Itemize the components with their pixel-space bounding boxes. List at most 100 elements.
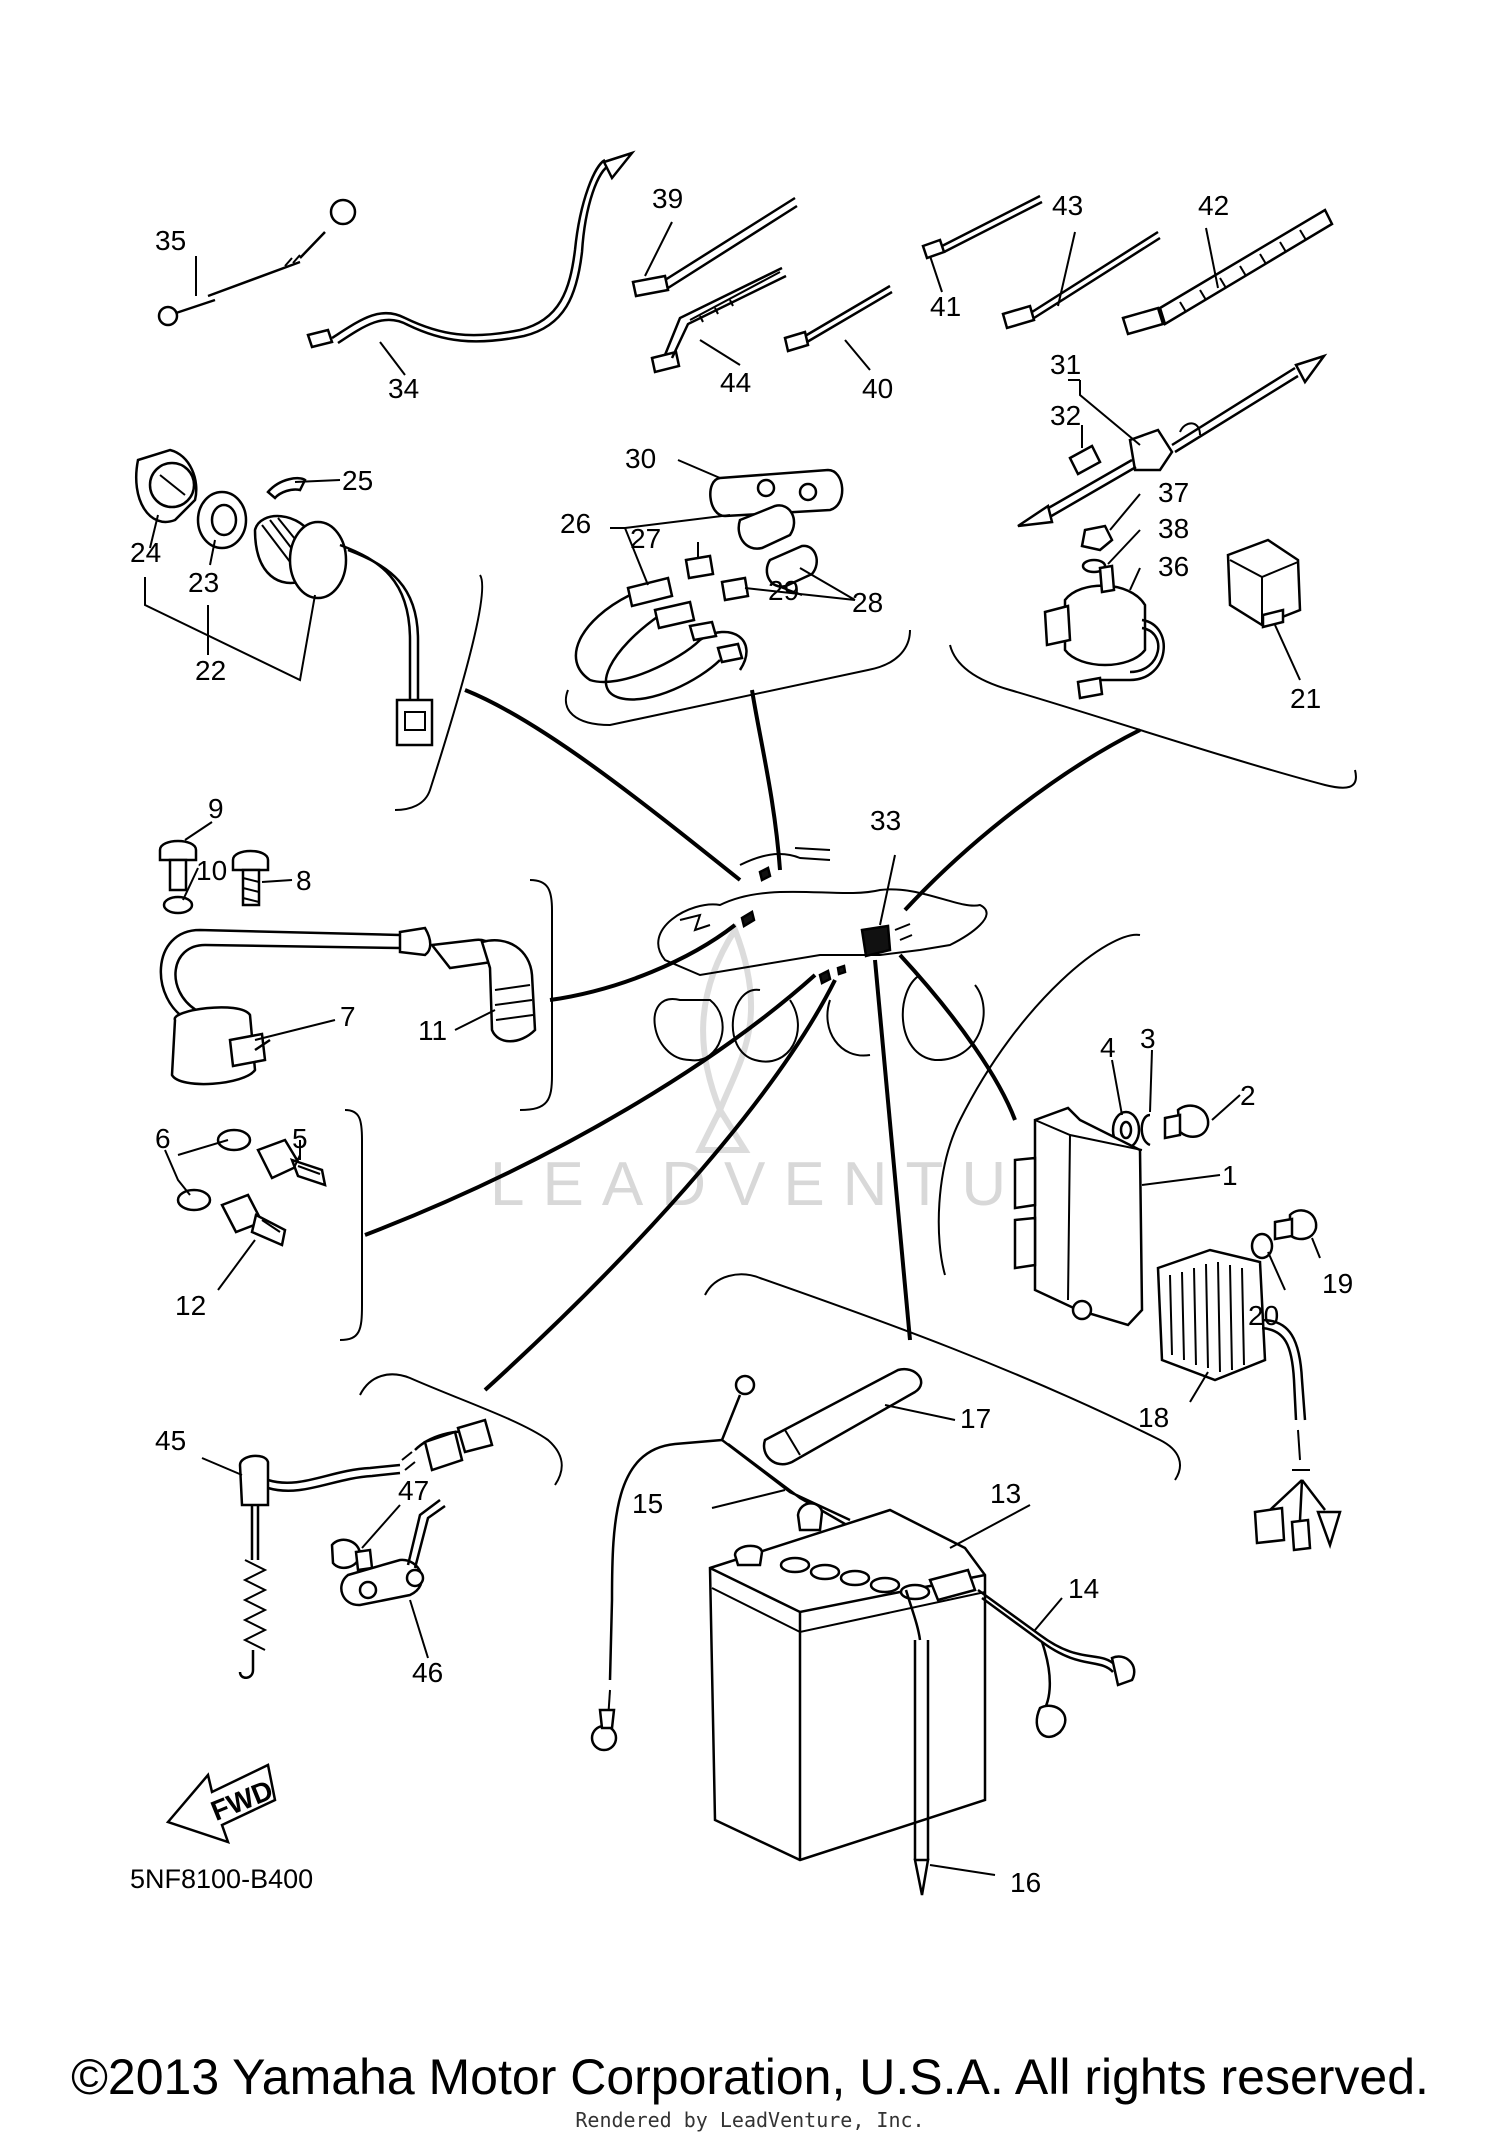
- bracket-sensors: [339, 1109, 363, 1341]
- callout-17: 17: [960, 1403, 991, 1434]
- bracket-cdi: [937, 933, 1141, 1276]
- part-40-cable-tie: [783, 284, 893, 353]
- part-37-nut: [1080, 524, 1114, 552]
- part-44-cable-tie: [650, 266, 787, 374]
- callout-23: 23: [188, 567, 219, 598]
- callout-8: 8: [296, 865, 312, 896]
- callout-10: 10: [196, 855, 227, 886]
- callout-13: 13: [990, 1478, 1021, 1509]
- callout-leaders: [144, 221, 1321, 1876]
- callout-47: 47: [398, 1475, 429, 1506]
- part-20-washer: [1250, 1232, 1274, 1260]
- cdi-location-marker: [860, 923, 913, 958]
- callout-34: 34: [388, 373, 419, 404]
- part-code: 5NF8100-B400: [130, 1864, 313, 1894]
- part-34-wire: [306, 150, 636, 349]
- callout-2: 2: [1240, 1080, 1256, 1111]
- part-30-plate: [709, 468, 844, 518]
- part-26-plug-leads: [574, 576, 748, 701]
- part-27-cap: [684, 554, 750, 602]
- callout-45: 45: [155, 1425, 186, 1456]
- part-3-lockwasher: [1140, 1113, 1151, 1147]
- part-14-battery-lead: [977, 1588, 1136, 1738]
- callout-19: 19: [1322, 1268, 1353, 1299]
- part-35-lead-wire: [157, 198, 357, 327]
- part-46-bracket: [340, 1499, 446, 1607]
- part-25-key: [266, 476, 307, 500]
- part-31-switch-assembly: [1017, 353, 1328, 528]
- callout-35: 35: [155, 225, 186, 256]
- part-6-washer: [176, 1128, 252, 1212]
- callout-39: 39: [652, 183, 683, 214]
- callout-1: 1: [1222, 1160, 1238, 1191]
- bracket-right-relay: [949, 644, 1357, 789]
- fwd-direction-arrow: FWD: [165, 1763, 277, 1844]
- part-19-bolt: [1273, 1209, 1318, 1241]
- callout-7: 7: [340, 1001, 356, 1032]
- part-7-ignition-coil: [159, 926, 432, 1086]
- part-22-ignition-switch: [253, 514, 434, 747]
- callout-22: 22: [195, 655, 226, 686]
- callout-38: 38: [1158, 513, 1189, 544]
- part-11-plug-cap: [429, 938, 537, 1043]
- part-5-switch: [256, 1138, 327, 1187]
- callout-6: 6: [155, 1123, 171, 1154]
- part-28-boot: [737, 504, 818, 588]
- part-36-starter-relay: [1043, 564, 1165, 700]
- part-17-battery-strap: [762, 1367, 923, 1466]
- part-10-washer: [162, 895, 194, 915]
- callout-46: 46: [412, 1657, 443, 1688]
- part-2-bolt: [1163, 1104, 1210, 1140]
- part-24-switch-cover: [135, 448, 198, 524]
- center-leader-lines: [364, 688, 1141, 1392]
- bracket-center-plug: [565, 629, 911, 727]
- callout-26: 26: [560, 508, 591, 539]
- part-21-relay: [1226, 538, 1302, 629]
- callout-4: 4: [1100, 1032, 1116, 1063]
- part-39-cable-tie: [631, 196, 798, 298]
- bracket-coil: [519, 879, 553, 1111]
- callout-28: 28: [852, 587, 883, 618]
- callout-9: 9: [208, 793, 224, 824]
- part-42-cable-tie: [1121, 208, 1334, 336]
- callout-32: 32: [1050, 400, 1081, 431]
- part-8-bolt: [231, 849, 270, 907]
- callout-11: 11: [418, 1015, 447, 1046]
- callout-15: 15: [632, 1488, 663, 1519]
- center-small-marks: [740, 866, 847, 985]
- part-43-cable-tie: [1001, 230, 1161, 330]
- part-45-switch: [238, 1418, 494, 1679]
- callout-25: 25: [342, 465, 373, 496]
- callout-18: 18: [1138, 1402, 1169, 1433]
- callout-33: 33: [870, 805, 901, 836]
- part-41-cable-tie: [921, 194, 1043, 260]
- callout-5: 5: [292, 1123, 308, 1154]
- callout-30: 30: [625, 443, 656, 474]
- part-9-bolt: [158, 839, 198, 892]
- callout-20: 20: [1248, 1300, 1279, 1331]
- part-16-vent-tube: [904, 1589, 930, 1896]
- part-23-switch-nut: [196, 490, 248, 550]
- part-15-battery-lead: [590, 1374, 853, 1752]
- part-18-rectifier: [1156, 1248, 1342, 1552]
- callout-21: 21: [1290, 683, 1321, 714]
- callout-31: 31: [1050, 349, 1081, 380]
- callout-labels: 1 2 3 4 5 6 7 8 9 10 11 12 13 14 15 16 1…: [130, 183, 1353, 1898]
- callout-44: 44: [720, 367, 751, 398]
- callout-41: 41: [930, 291, 961, 322]
- callout-40: 40: [862, 373, 893, 404]
- callout-42: 42: [1198, 190, 1229, 221]
- bracket-battery: [704, 1273, 1181, 1481]
- callout-3: 3: [1140, 1023, 1156, 1054]
- part-13-battery: [708, 1502, 987, 1862]
- part-12-switch: [220, 1193, 287, 1247]
- callout-24: 24: [130, 537, 161, 568]
- bracket-neutral-switch: [359, 1373, 563, 1486]
- rendered-by-footer: Rendered by LeadVenture, Inc.: [575, 2108, 925, 2132]
- part-47-bolt: [330, 1538, 374, 1572]
- part-32-plunger: [1068, 444, 1102, 476]
- callout-27: 27: [630, 523, 661, 554]
- part-1-cdi-unit: [1013, 1106, 1144, 1327]
- callout-12: 12: [175, 1290, 206, 1321]
